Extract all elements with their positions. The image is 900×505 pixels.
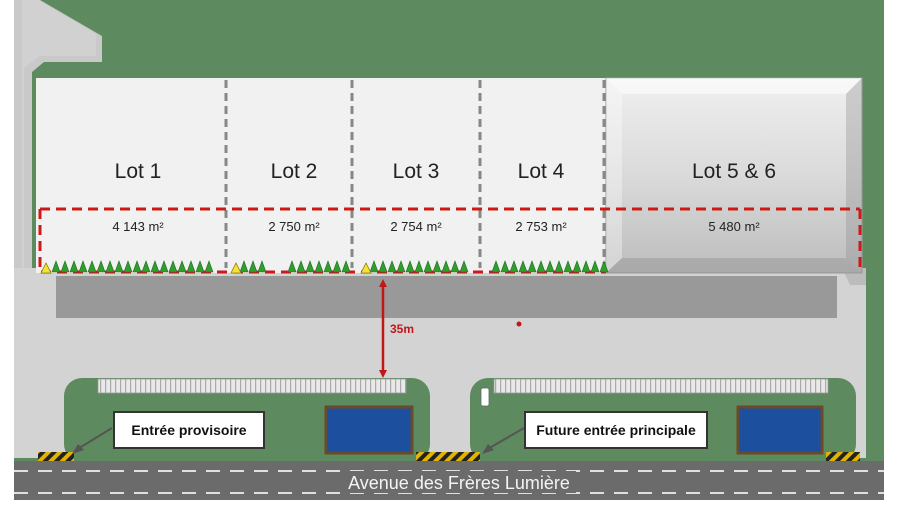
street-name-backdrop [342, 471, 576, 493]
tree-row [51, 260, 609, 273]
tree-icon [590, 260, 600, 273]
tree-icon [186, 260, 196, 273]
tree-icon [123, 260, 133, 273]
tree-icon [287, 260, 297, 273]
tree-icon [378, 260, 388, 273]
tree-icon [204, 260, 214, 273]
lot-5-6-bevel-bottom [606, 258, 862, 273]
pool-right [736, 405, 824, 455]
callout-arrow-icon [75, 427, 113, 451]
pool-left [324, 405, 414, 455]
callout-arrow-icon [485, 427, 525, 451]
tree-icon [518, 260, 528, 273]
callout-arrowhead-icon [482, 444, 494, 454]
tree-icon [105, 260, 115, 273]
lot-5-6-label: Lot 5 & 6 [692, 160, 776, 183]
warning-triangle-icon [360, 262, 372, 274]
tree-icon [257, 260, 267, 273]
tree-icon [159, 260, 169, 273]
tree-icon [78, 260, 88, 273]
tree-icon [599, 260, 609, 273]
parking-row-left [97, 378, 407, 394]
tree-icon [536, 260, 546, 273]
tree-icon [387, 260, 397, 273]
warning-triangle-icon [230, 262, 242, 274]
tree-icon [314, 260, 324, 273]
lots-1-4-area [36, 78, 606, 273]
tree-icon [554, 260, 564, 273]
street-name: Avenue des Frères Lumière [348, 473, 570, 493]
tree-icon [572, 260, 582, 273]
tree-icon [545, 260, 555, 273]
tree-icon [141, 260, 151, 273]
callout-arrowhead-icon [72, 444, 84, 454]
access-road-inner [22, 0, 96, 270]
hazard-stripe-left [38, 452, 74, 461]
lot-5-6-bevel-top [606, 78, 862, 94]
hazard-stripe-center [416, 452, 480, 461]
tree-icon [96, 260, 106, 273]
warning-triangle-icon [40, 262, 52, 274]
lot-2-area: 2 750 m² [268, 219, 320, 234]
lot-1-area: 4 143 m² [112, 219, 164, 234]
tree-icon [423, 260, 433, 273]
tree-icon [414, 260, 424, 273]
lot-2-label: Lot 2 [271, 160, 318, 183]
lot-4-label: Lot 4 [518, 160, 565, 183]
lot-dividers [224, 80, 606, 268]
tree-icon [432, 260, 442, 273]
tree-icon [491, 260, 501, 273]
tree-icon [305, 260, 315, 273]
tree-icon [396, 260, 406, 273]
tree-icon [296, 260, 306, 273]
tree-icon [405, 260, 415, 273]
lot-3-label: Lot 3 [393, 160, 440, 183]
tree-icon [369, 260, 379, 273]
access-road [14, 0, 102, 270]
lot-5-6-area: 5 480 m² [708, 219, 760, 234]
tree-icon [459, 260, 469, 273]
lot-3-area: 2 754 m² [390, 219, 442, 234]
tree-icon [60, 260, 70, 273]
tree-icon [51, 260, 61, 273]
tree-icon [168, 260, 178, 273]
lot-5-6-bevel-left [606, 78, 622, 273]
tree-icon [527, 260, 537, 273]
gate-post [480, 387, 490, 407]
tree-icon [341, 260, 351, 273]
tree-icon [332, 260, 342, 273]
lot-1-label: Lot 1 [115, 160, 162, 183]
distance-label: 35m [390, 322, 414, 336]
tree-icon [441, 260, 451, 273]
tree-icon [69, 260, 79, 273]
tree-icon [248, 260, 258, 273]
tree-icon [563, 260, 573, 273]
future-entrance-label: Future entrée principale [536, 422, 696, 438]
warning-triangles [40, 262, 372, 274]
lot-5-6-bevel-right [846, 78, 862, 273]
lot-4-area: 2 753 m² [515, 219, 567, 234]
callout-temporary-entrance [113, 411, 265, 449]
tree-icon [323, 260, 333, 273]
tree-icon [239, 260, 249, 273]
tree-icon [87, 260, 97, 273]
hazard-stripe-right [826, 452, 860, 461]
temporary-entrance-label: Entrée provisoire [131, 422, 246, 438]
tree-icon [177, 260, 187, 273]
red-dot-marker [516, 321, 522, 327]
tree-icon [195, 260, 205, 273]
parking-strip [56, 276, 837, 318]
tree-icon [132, 260, 142, 273]
tree-icon [450, 260, 460, 273]
tree-icon [114, 260, 124, 273]
tree-icon [500, 260, 510, 273]
callout-future-entrance [524, 411, 708, 449]
tree-icon [509, 260, 519, 273]
tree-icon [581, 260, 591, 273]
parking-row-right [493, 378, 829, 394]
tree-icon [150, 260, 160, 273]
